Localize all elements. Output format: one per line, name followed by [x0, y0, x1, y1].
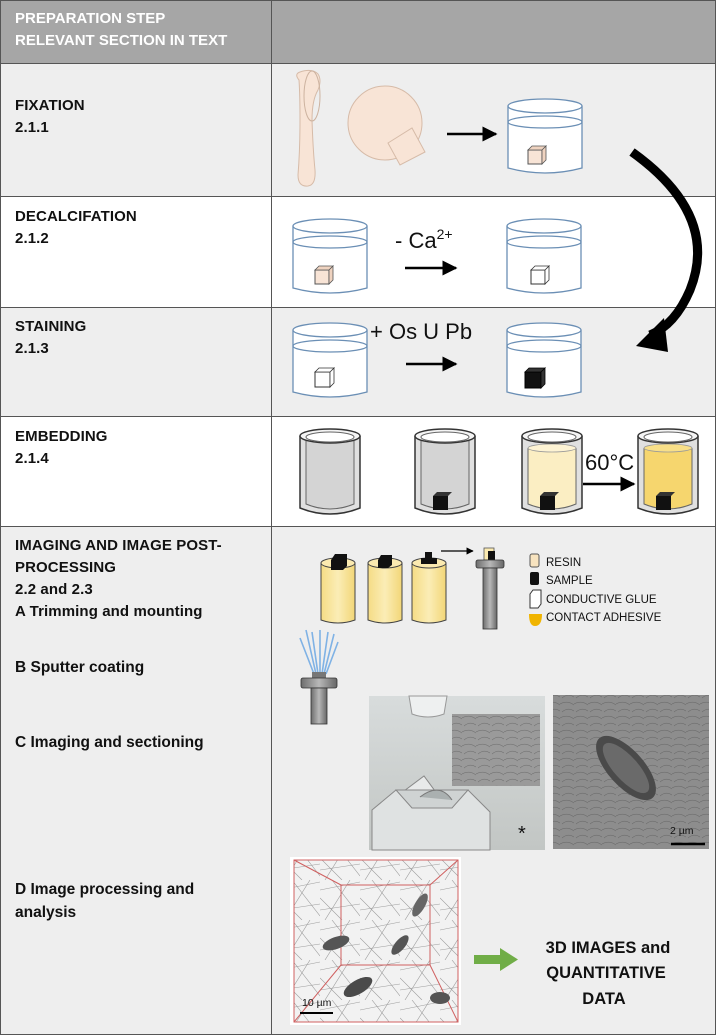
resin-block-1 [320, 554, 356, 624]
row-divider [0, 196, 716, 197]
schematic-asterisk: * [518, 823, 526, 845]
legend-resin-label: RESIN [546, 557, 581, 569]
result-arrow [474, 948, 518, 971]
embed-mold-cured [637, 428, 699, 515]
result-text: 3D IMAGES and QUANTITATIVE DATA [546, 939, 671, 1008]
step-a-label: A Trimming and mounting [15, 603, 203, 620]
decalc-beaker-after [506, 218, 582, 294]
row-divider [0, 526, 716, 527]
step-d-label-line2: analysis [15, 904, 77, 921]
legend-adhesive-label: CONTACT ADHESIVE [546, 612, 662, 624]
fixation-label-cell: FIXATION 2.1.1 [0, 63, 272, 196]
header-left-cell: PREPARATION STEP RELEVANT SECTION IN TEX… [0, 0, 272, 63]
bone-specimen [296, 69, 321, 187]
fib-sem-chamber-image: * [369, 695, 545, 851]
imaging-label-cell: IMAGING AND IMAGE POST- PROCESSING 2.2 a… [0, 526, 272, 1035]
imaging-title-line1: IMAGING AND IMAGE POST- [15, 537, 222, 554]
sem-micrograph-image: 2 µm [553, 695, 709, 849]
staining-label-cell: STAINING 2.1.3 [0, 307, 272, 416]
fixation-section: 2.1.1 [15, 119, 49, 136]
staining-section: 2.1.3 [15, 340, 49, 357]
curved-process-arrow [629, 148, 703, 352]
sputter-coating-icon [299, 629, 339, 725]
embed-mold-resin [521, 428, 583, 515]
embedding-title: EMBEDDING [15, 428, 108, 445]
result-line3: DATA [582, 990, 625, 1008]
decalc-reagent-text: - Ca [395, 228, 437, 253]
stain-reagent-label: + Os U Pb [370, 319, 472, 344]
step-c-label: C Imaging and sectioning [15, 734, 204, 751]
imaging-section: 2.2 and 2.3 [15, 581, 93, 598]
legend-sample-label: SAMPLE [546, 575, 593, 587]
embed-mold-empty [299, 428, 361, 515]
staining-title: STAINING [15, 318, 87, 335]
embedding-label-cell: EMBEDDING 2.1.4 [0, 416, 272, 526]
row-divider [0, 416, 716, 417]
resin-legend-swatch [529, 553, 540, 568]
decalcification-label-cell: DECALCIFATION 2.1.2 [0, 196, 272, 307]
header-title-line2: RELEVANT SECTION IN TEXT [15, 32, 228, 49]
sem-scale-label: 2 µm [670, 825, 694, 837]
row-divider [0, 307, 716, 308]
adhesive-legend-swatch [529, 614, 542, 626]
skull-specimen [347, 85, 426, 166]
fixation-title: FIXATION [15, 97, 85, 114]
stain-beaker-after [506, 322, 582, 398]
embed-mold-sample [414, 428, 476, 515]
stain-beaker-before [292, 322, 368, 398]
mounted-stub [475, 547, 505, 630]
glue-legend-swatch [529, 589, 542, 609]
3d-scale-label: 10 µm [302, 997, 332, 1009]
result-line1: 3D IMAGES and [546, 939, 671, 957]
materials-legend: RESIN SAMPLE CONDUCTIVE GLUE CONTACT ADH… [529, 553, 662, 626]
electron-column [408, 695, 448, 718]
step-d-label-line1: D Image processing and [15, 881, 195, 898]
result-line2: QUANTITATIVE [546, 964, 665, 982]
resin-block-3 [411, 552, 447, 624]
step-b-label: B Sputter coating [15, 659, 145, 676]
decalc-reagent-label: - Ca2+ [395, 226, 453, 253]
legend-glue-label: CONDUCTIVE GLUE [546, 594, 657, 606]
resin-block-2 [367, 555, 403, 624]
embed-temperature-label: 60°C [585, 450, 634, 475]
fixation-beaker [507, 98, 583, 174]
decalcification-title: DECALCIFATION [15, 208, 137, 225]
sample-legend-swatch [530, 572, 539, 585]
decalc-reagent-superscript: 2+ [437, 226, 453, 242]
3d-reconstruction-image: 10 µm [290, 857, 461, 1025]
embedding-section: 2.1.4 [15, 450, 49, 467]
row-divider [0, 63, 716, 64]
decalcification-section: 2.1.2 [15, 230, 49, 247]
imaging-title-line2: PROCESSING [15, 559, 117, 576]
header-row: PREPARATION STEP RELEVANT SECTION IN TEX… [0, 0, 716, 63]
decalc-beaker-before [292, 218, 368, 294]
table-top-border [0, 0, 716, 1]
header-title-line1: PREPARATION STEP [15, 10, 166, 27]
